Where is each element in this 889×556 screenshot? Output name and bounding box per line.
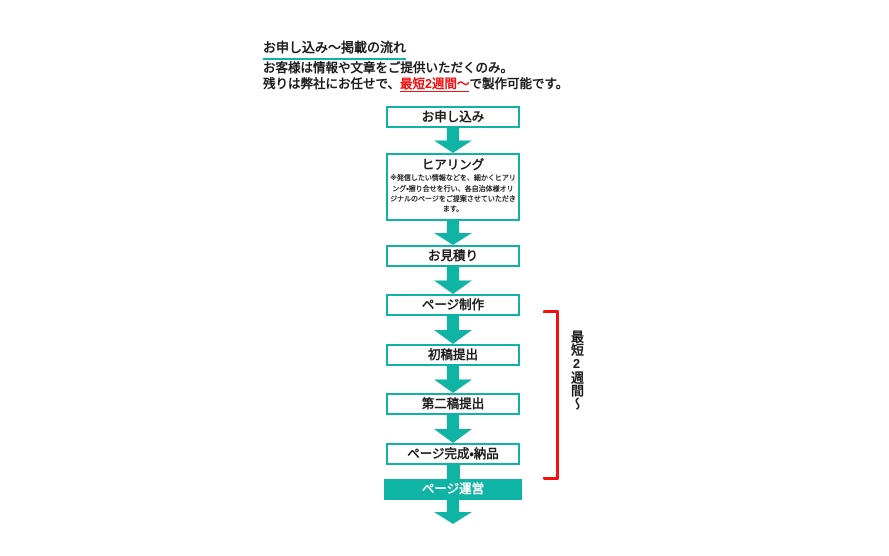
page-title: お申し込み〜掲載の流れ (263, 37, 407, 60)
flow-step-label: 初稿提出 (427, 347, 478, 362)
intro-line-2-suffix: で製作可能です。 (469, 77, 569, 91)
down-arrow-icon (434, 316, 472, 344)
flow-step-application: お申し込み (386, 106, 520, 128)
down-arrow-icon (434, 128, 472, 153)
flow-step-label: ページ完成・納品 (407, 446, 499, 461)
flow-step-label: お見積り (427, 248, 478, 263)
down-arrow-icon (434, 366, 472, 393)
intro-line-2: 残りは弊社にお任せで、最短2週間〜で製作可能です。 (263, 76, 568, 92)
flow-step-estimate: お見積り (386, 245, 520, 267)
flowchart: お申し込み ヒアリング ※発信したい情報などを、細かくヒアリング・擦り合せを行い… (384, 106, 522, 524)
duration-label: 最短2週間～ (569, 330, 584, 410)
intro-duration-highlight: 最短2週間〜 (400, 77, 470, 92)
flow-step-second-draft: 第二稿提出 (386, 393, 520, 415)
connector-stem (446, 465, 460, 479)
intro-line-2-prefix: 残りは弊社にお任せで、 (263, 77, 401, 91)
down-arrow-icon (434, 267, 472, 294)
duration-bracket (543, 310, 559, 480)
flow-step-page-production: ページ制作 (386, 294, 520, 316)
flow-step-label: ヒアリング (421, 157, 485, 172)
flow-step-hearing: ヒアリング ※発信したい情報などを、細かくヒアリング・擦り合せを行い、各自治体様… (386, 153, 520, 221)
down-arrow-icon (434, 500, 472, 524)
down-arrow-icon (434, 221, 472, 245)
flow-step-completion-delivery: ページ完成・納品 (386, 443, 520, 465)
down-arrow-icon (434, 415, 472, 443)
flow-step-first-draft: 初稿提出 (386, 344, 520, 366)
flow-step-label: ページ運営 (421, 482, 485, 497)
flow-step-page-operation: ページ運営 (384, 479, 522, 500)
flow-step-label: 第二稿提出 (421, 396, 485, 411)
flow-step-label: ページ制作 (421, 297, 485, 312)
intro-text: お客様は情報や文章をご提供いただくのみ。 残りは弊社にお任せで、最短2週間〜で製… (263, 60, 568, 92)
intro-line-1: お客様は情報や文章をご提供いただくのみ。 (263, 61, 514, 75)
flow-step-note: ※発信したい情報などを、細かくヒアリング・擦り合せを行い、各自治体様オリジナルの… (390, 175, 516, 213)
flow-step-label: お申し込み (421, 109, 485, 124)
